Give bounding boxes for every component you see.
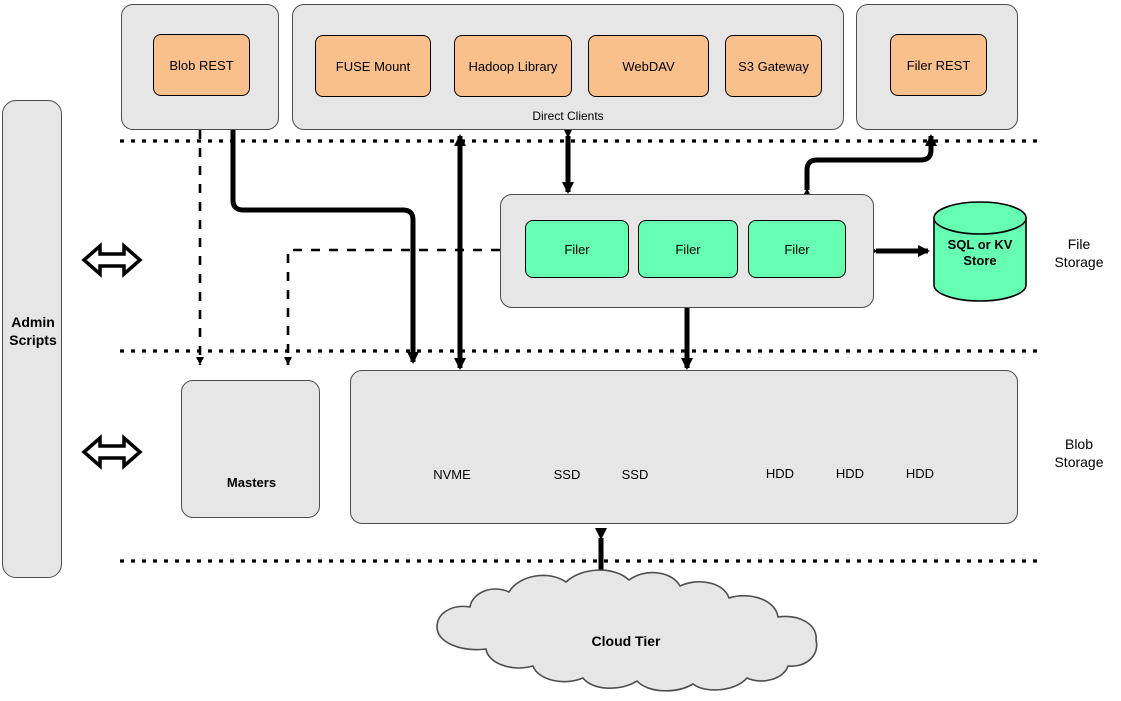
file-storage-line2: Storage <box>1054 253 1104 270</box>
blob-storage-tier-label: Blob Storage <box>1038 436 1120 471</box>
disk-label-hdd-3: HDD <box>905 466 935 481</box>
sql-kv-store-label: SQL or KV Store <box>930 237 1030 270</box>
admin-scripts-panel[interactable]: Admin Scripts <box>2 100 62 578</box>
blob-storage-line2: Storage <box>1054 453 1104 470</box>
blob-rest-group[interactable]: Blob REST <box>121 4 279 130</box>
cloud-tier-shape <box>436 569 818 692</box>
disk-label-hdd-1: HDD <box>765 466 795 481</box>
direct-clients-group[interactable]: FUSE Mount Hadoop Library WebDAV S3 Gate… <box>292 4 844 130</box>
sql-kv-store-cylinder <box>933 201 1027 302</box>
admin-scripts-label: Admin Scripts <box>3 313 63 349</box>
filer-to-masters-dashed-arrow <box>284 248 500 365</box>
volume-servers-group[interactable] <box>350 370 1018 524</box>
admin-scripts-line1: Admin <box>11 314 55 330</box>
filer-rest-box[interactable]: Filer REST <box>890 34 987 96</box>
direct-clients-caption: Direct Clients <box>532 109 604 123</box>
sql-kv-store-line2: Store <box>963 253 997 269</box>
filer-box-2[interactable]: Filer <box>638 220 738 278</box>
filer-box-1[interactable]: Filer <box>525 220 629 278</box>
disk-label-nvme: NVME <box>433 467 471 482</box>
sql-kv-store-line1: SQL or KV <box>947 237 1013 252</box>
admin-to-blob-storage-arrow <box>81 434 143 470</box>
file-storage-tier-label: File Storage <box>1038 236 1120 271</box>
filer-rest-to-filer-arrow <box>801 134 937 200</box>
disk-label-ssd-2: SSD <box>621 467 649 482</box>
disk-label-hdd-2: HDD <box>835 466 865 481</box>
fuse-mount-box[interactable]: FUSE Mount <box>315 35 431 97</box>
admin-scripts-line2: Scripts <box>9 332 57 349</box>
masters-label: Masters <box>226 475 277 490</box>
filer-cluster-group[interactable]: Filer Filer Filer <box>500 194 874 308</box>
admin-to-file-storage-arrow <box>81 242 143 278</box>
hadoop-library-box[interactable]: Hadoop Library <box>454 35 572 97</box>
disk-label-ssd-1: SSD <box>553 467 581 482</box>
cloud-tier-label: Cloud Tier <box>591 633 661 649</box>
webdav-box[interactable]: WebDAV <box>588 35 709 97</box>
blob-storage-line1: Blob <box>1064 436 1094 452</box>
blob-rest-to-blob-storage-arrow <box>230 130 419 364</box>
filer-rest-group[interactable]: Filer REST <box>856 4 1018 130</box>
blob-rest-box[interactable]: Blob REST <box>153 34 250 96</box>
file-storage-line1: File <box>1067 236 1091 252</box>
s3-gateway-box[interactable]: S3 Gateway <box>725 35 822 97</box>
filer-box-3[interactable]: Filer <box>748 220 846 278</box>
masters-group[interactable]: Masters <box>181 380 320 518</box>
